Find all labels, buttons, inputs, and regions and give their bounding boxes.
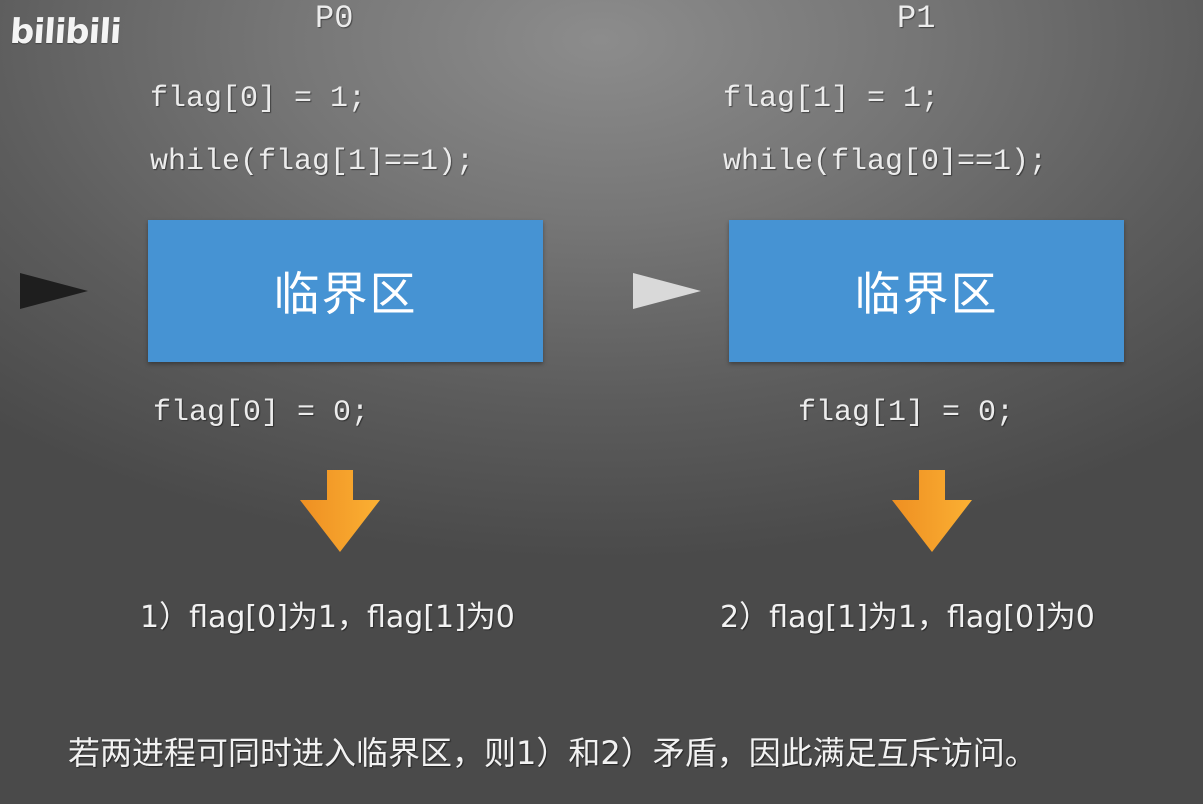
p0-exit-code: flag[0] = 0;	[153, 396, 370, 430]
process-p0-title: P0	[315, 0, 354, 37]
p0-critical-section-box: 临界区	[148, 220, 543, 362]
p0-critical-section-label: 临界区	[273, 267, 418, 321]
p1-entry-line-2: while(flag[0]==1);	[723, 145, 1048, 179]
p0-pointer-triangle-icon	[20, 273, 88, 309]
p1-critical-section-label: 临界区	[854, 267, 999, 321]
conclusion-text: 若两进程可同时进入临界区，则1）和2）矛盾，因此满足互斥访问。	[68, 734, 1037, 772]
bilibili-logo: bilibili	[8, 12, 123, 52]
p0-result-text: 1）flag[0]为1，flag[1]为0	[140, 600, 515, 635]
p1-pointer-triangle-icon	[633, 273, 701, 309]
p1-result-text: 2）flag[1]为1，flag[0]为0	[720, 600, 1095, 635]
p1-arrow-down-icon	[892, 470, 972, 552]
p0-arrow-down-icon	[300, 470, 380, 552]
p1-entry-line-1: flag[1] = 1;	[723, 82, 940, 116]
p1-critical-section-box: 临界区	[729, 220, 1124, 362]
p1-exit-code: flag[1] = 0;	[798, 396, 1015, 430]
process-p1-title: P1	[897, 0, 936, 37]
p0-entry-line-2: while(flag[1]==1);	[150, 145, 475, 179]
p0-entry-line-1: flag[0] = 1;	[150, 82, 367, 116]
